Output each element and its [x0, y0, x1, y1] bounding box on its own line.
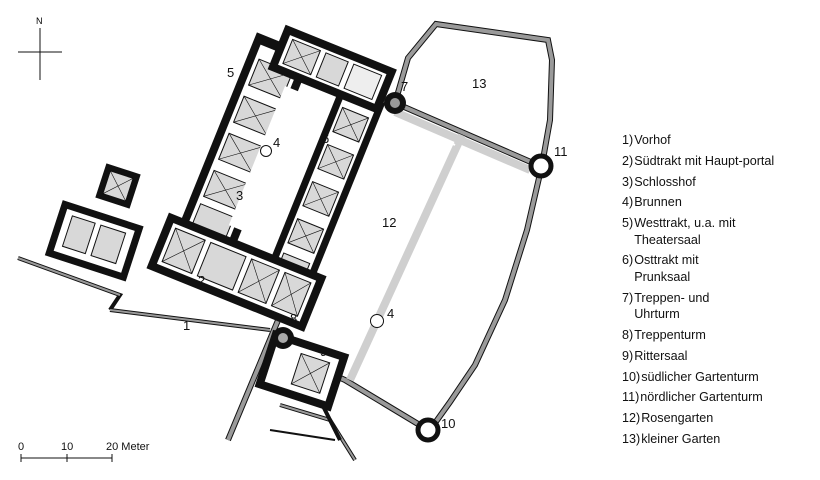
- zone-label-10: 10: [441, 416, 455, 431]
- knights-hall: [254, 329, 350, 412]
- tower-7: [384, 92, 406, 114]
- fountain-courtyard: [260, 145, 272, 157]
- compass: N: [18, 16, 62, 80]
- south-wing: [146, 212, 327, 332]
- legend-number: 8): [622, 328, 634, 343]
- courtyard: [228, 86, 332, 244]
- legend-text: kleiner Garten: [641, 432, 721, 447]
- legend-item: 13)kleiner Garten: [622, 431, 818, 448]
- legend-number: 12): [622, 411, 641, 426]
- scale-tick-20: 20 Meter: [106, 441, 150, 453]
- zone-label-9: 9: [320, 344, 327, 359]
- tower-10: [415, 417, 441, 443]
- legend-item: 2)Südtrakt mit Haupt-portal: [622, 153, 818, 170]
- zone-label-13: 13: [472, 76, 486, 91]
- legend-number: 5): [622, 216, 634, 231]
- zone-label-3: 3: [236, 188, 243, 203]
- legend-text: Vorhof: [634, 133, 671, 147]
- zone-label-4b: 4: [387, 306, 394, 321]
- legend-text: Osttrakt mit Prunksaal: [634, 253, 699, 284]
- legend-item: 5)Westtrakt, u.a. mit Theatersaal: [622, 215, 818, 248]
- legend-number: 13): [622, 432, 641, 447]
- legend-text: nördlicher Gartenturm: [640, 390, 763, 405]
- legend-item: 11)nördlicher Gartenturm: [622, 389, 818, 406]
- legend-number: 2): [622, 153, 634, 168]
- scale-tick-10: 10: [61, 441, 73, 453]
- legend-text: Westtrakt, u.a. mit Theatersaal: [634, 216, 736, 247]
- tower-8: [272, 327, 294, 349]
- legend-item: 4)Brunnen: [622, 194, 818, 211]
- legend: 1)Vorhof 2)Südtrakt mit Haupt-portal 3)S…: [622, 132, 818, 452]
- west-outbuilding: [44, 200, 144, 282]
- west-wing: [174, 32, 313, 259]
- zone-label-7: 7: [401, 79, 408, 94]
- west-tower-room: [95, 163, 141, 209]
- legend-text: Südtrakt mit Haupt-portal: [634, 153, 775, 168]
- legend-number: 10): [622, 369, 641, 384]
- zone-label-5: 5: [227, 65, 234, 80]
- legend-number: 1): [622, 133, 634, 147]
- legend-text: Rosengarten: [641, 411, 714, 426]
- garden-paths: [346, 108, 532, 382]
- fountain-garden: [370, 314, 384, 328]
- zone-label-1: 1: [183, 318, 190, 333]
- scale-bar: 0 10 20 Meter: [18, 441, 150, 462]
- scale-tick-0: 0: [18, 441, 24, 453]
- legend-text: Schlosshof: [634, 174, 696, 189]
- legend-item: 12)Rosengarten: [622, 410, 818, 427]
- legend-text: Brunnen: [634, 195, 682, 210]
- legend-text: südlicher Gartenturm: [641, 369, 759, 384]
- legend-item: 9)Rittersaal: [622, 348, 818, 365]
- legend-item: 8)Treppenturm: [622, 327, 818, 344]
- north-wing: [267, 24, 397, 115]
- tower-11: [528, 153, 554, 179]
- zone-label-11: 11: [554, 144, 568, 159]
- legend-item: 6)Osttrakt mit Prunksaal: [622, 252, 818, 285]
- legend-number: 9): [622, 348, 634, 363]
- legend-item: 3)Schlosshof: [622, 174, 818, 191]
- legend-text: Treppenturm: [634, 328, 706, 343]
- legend-item: 7)Treppen- und Uhrturm: [622, 290, 818, 323]
- legend-text: Treppen- und Uhrturm: [634, 290, 710, 322]
- legend-text: Rittersaal: [634, 348, 688, 363]
- legend-number: 11): [622, 390, 640, 405]
- legend-number: 3): [622, 174, 634, 189]
- legend-number: 6): [622, 253, 634, 268]
- legend-number: 4): [622, 195, 634, 210]
- legend-item: 1)Vorhof: [622, 132, 818, 149]
- zone-label-8: 8: [290, 311, 297, 326]
- zone-label-6: 6: [322, 131, 329, 146]
- zone-label-12: 12: [382, 215, 396, 230]
- legend-item: 10)südlicher Gartenturm: [622, 369, 818, 386]
- forecourt-walls: [17, 256, 357, 462]
- zone-label-2: 2: [198, 273, 205, 288]
- legend-number: 7): [622, 290, 634, 305]
- zone-label-4a: 4: [273, 135, 280, 150]
- north-label: N: [36, 16, 43, 26]
